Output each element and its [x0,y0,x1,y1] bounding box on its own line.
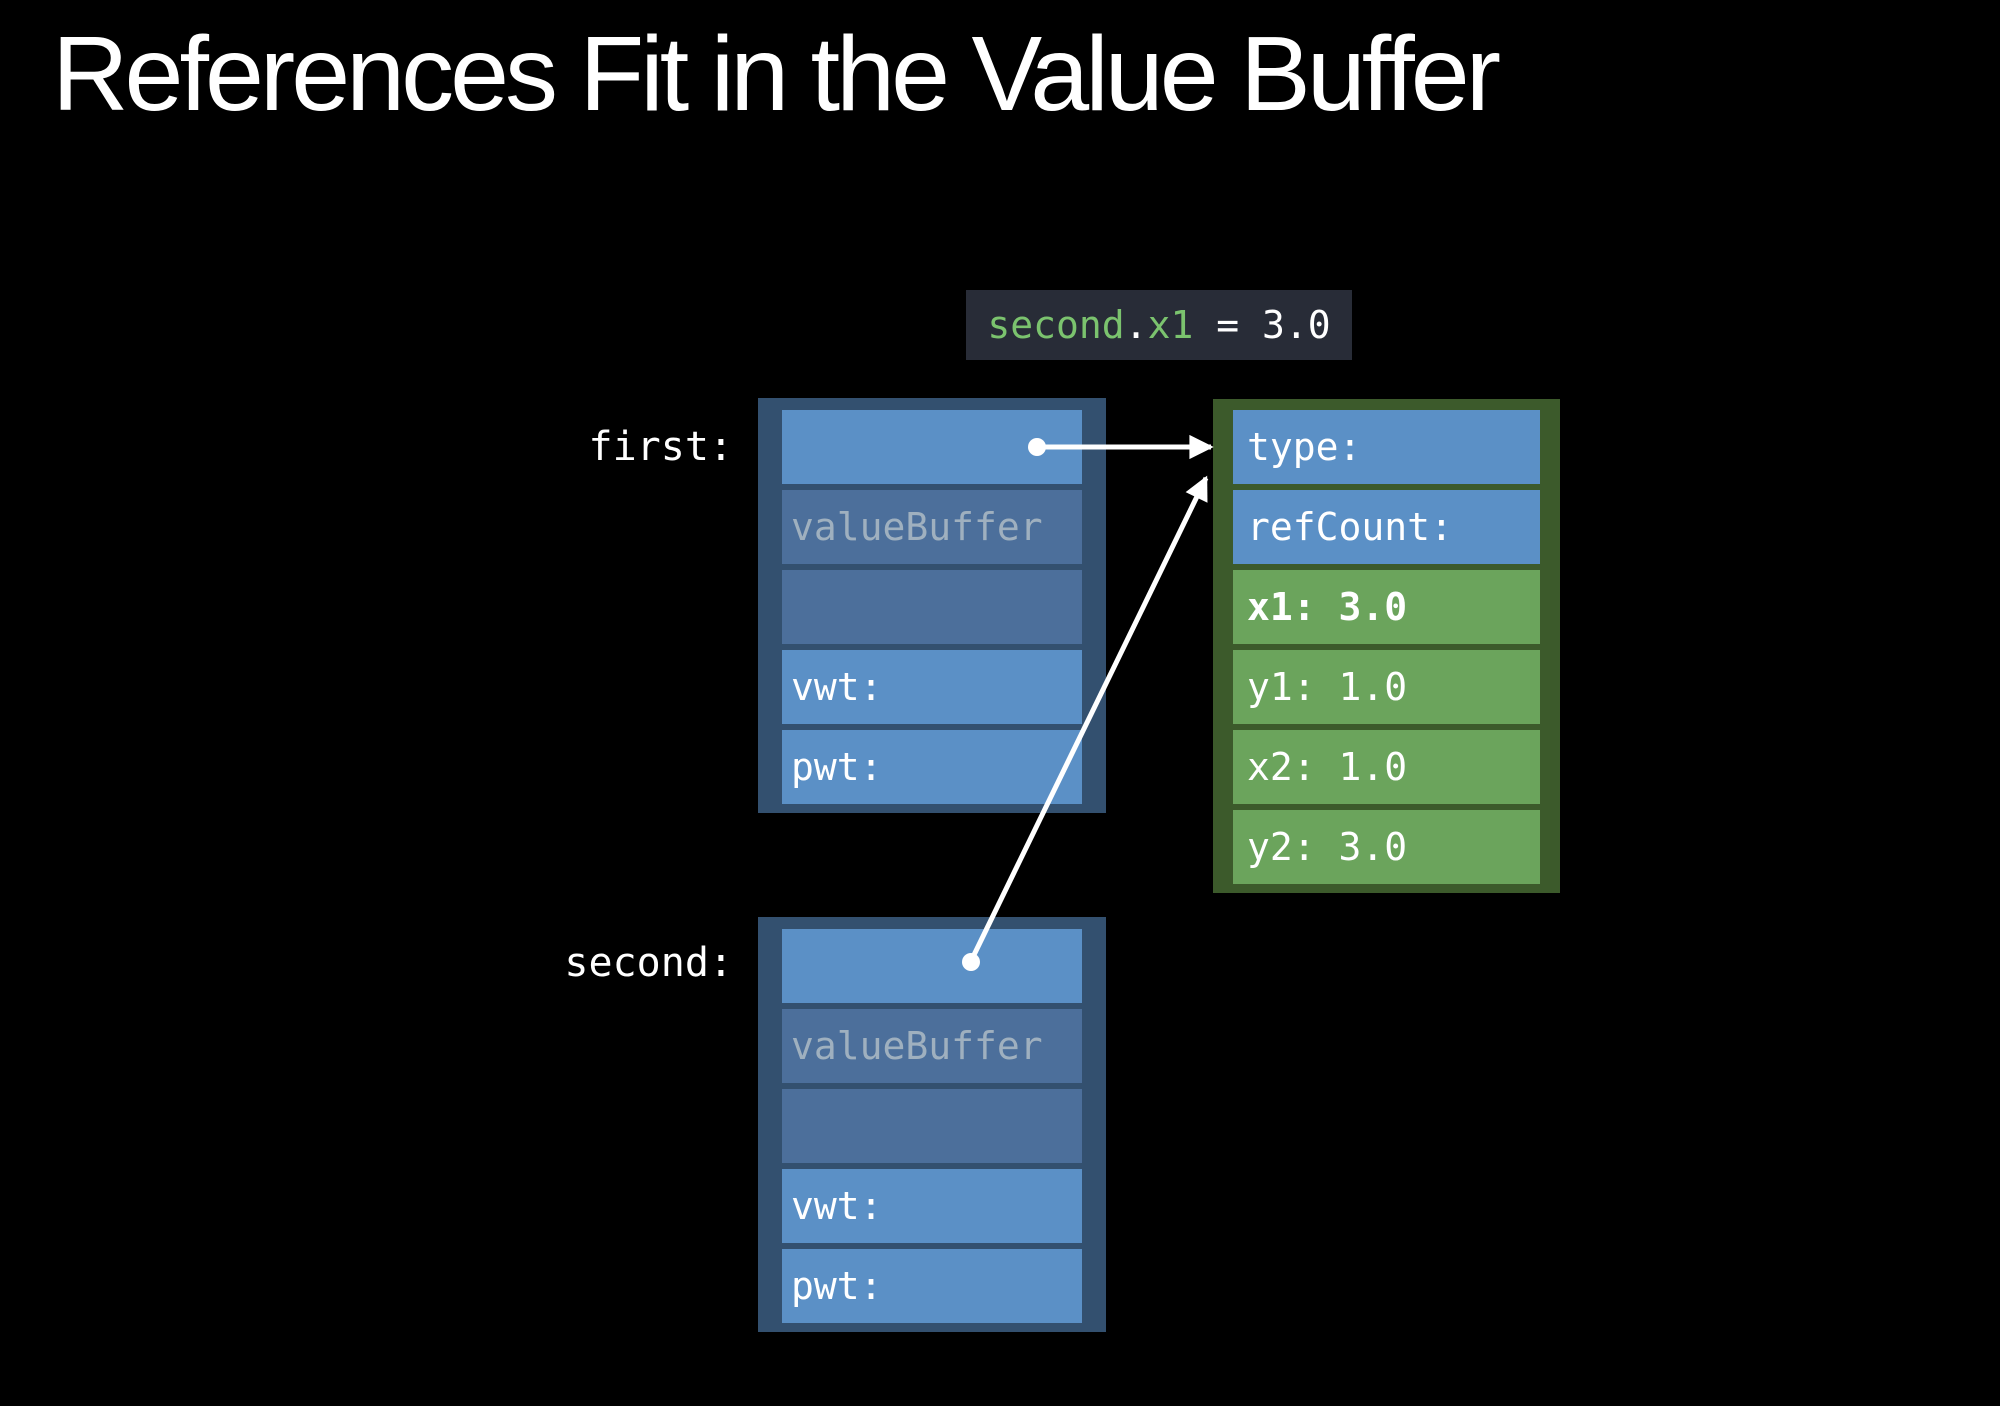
vwt-row: vwt: [782,1169,1082,1243]
value-slot-row [782,929,1082,1003]
buffer-slot-row [782,570,1082,644]
code-token-property: x1 [1147,303,1194,347]
refcount-row: refCount: [1233,490,1540,564]
slide-title: References Fit in the Value Buffer [52,15,1501,133]
x2-row: x2: 1.0 [1233,730,1540,804]
y2-row: y2: 3.0 [1233,810,1540,884]
existential-container-second: valueBuffer vwt: pwt: [758,917,1106,1332]
label-first: first: [588,424,734,470]
x1-row: x1: 3.0 [1233,570,1540,644]
y1-row: y1: 1.0 [1233,650,1540,724]
heap-object-box: type: refCount: x1: 3.0 y1: 1.0 x2: 1.0 … [1213,399,1560,893]
pwt-row: pwt: [782,1249,1082,1323]
code-banner: second.x1 = 3.0 [966,290,1352,360]
value-slot-row [782,410,1082,484]
pwt-row: pwt: [782,730,1082,804]
code-token-dot: . [1124,303,1148,347]
code-token-receiver: second [987,303,1125,347]
label-second: second: [564,940,733,986]
buffer-slot-row [782,1089,1082,1163]
type-row: type: [1233,410,1540,484]
code-token-assignment: = 3.0 [1193,303,1331,347]
value-buffer-row: valueBuffer [782,1009,1082,1083]
existential-container-first: valueBuffer vwt: pwt: [758,398,1106,813]
value-buffer-row: valueBuffer [782,490,1082,564]
vwt-row: vwt: [782,650,1082,724]
